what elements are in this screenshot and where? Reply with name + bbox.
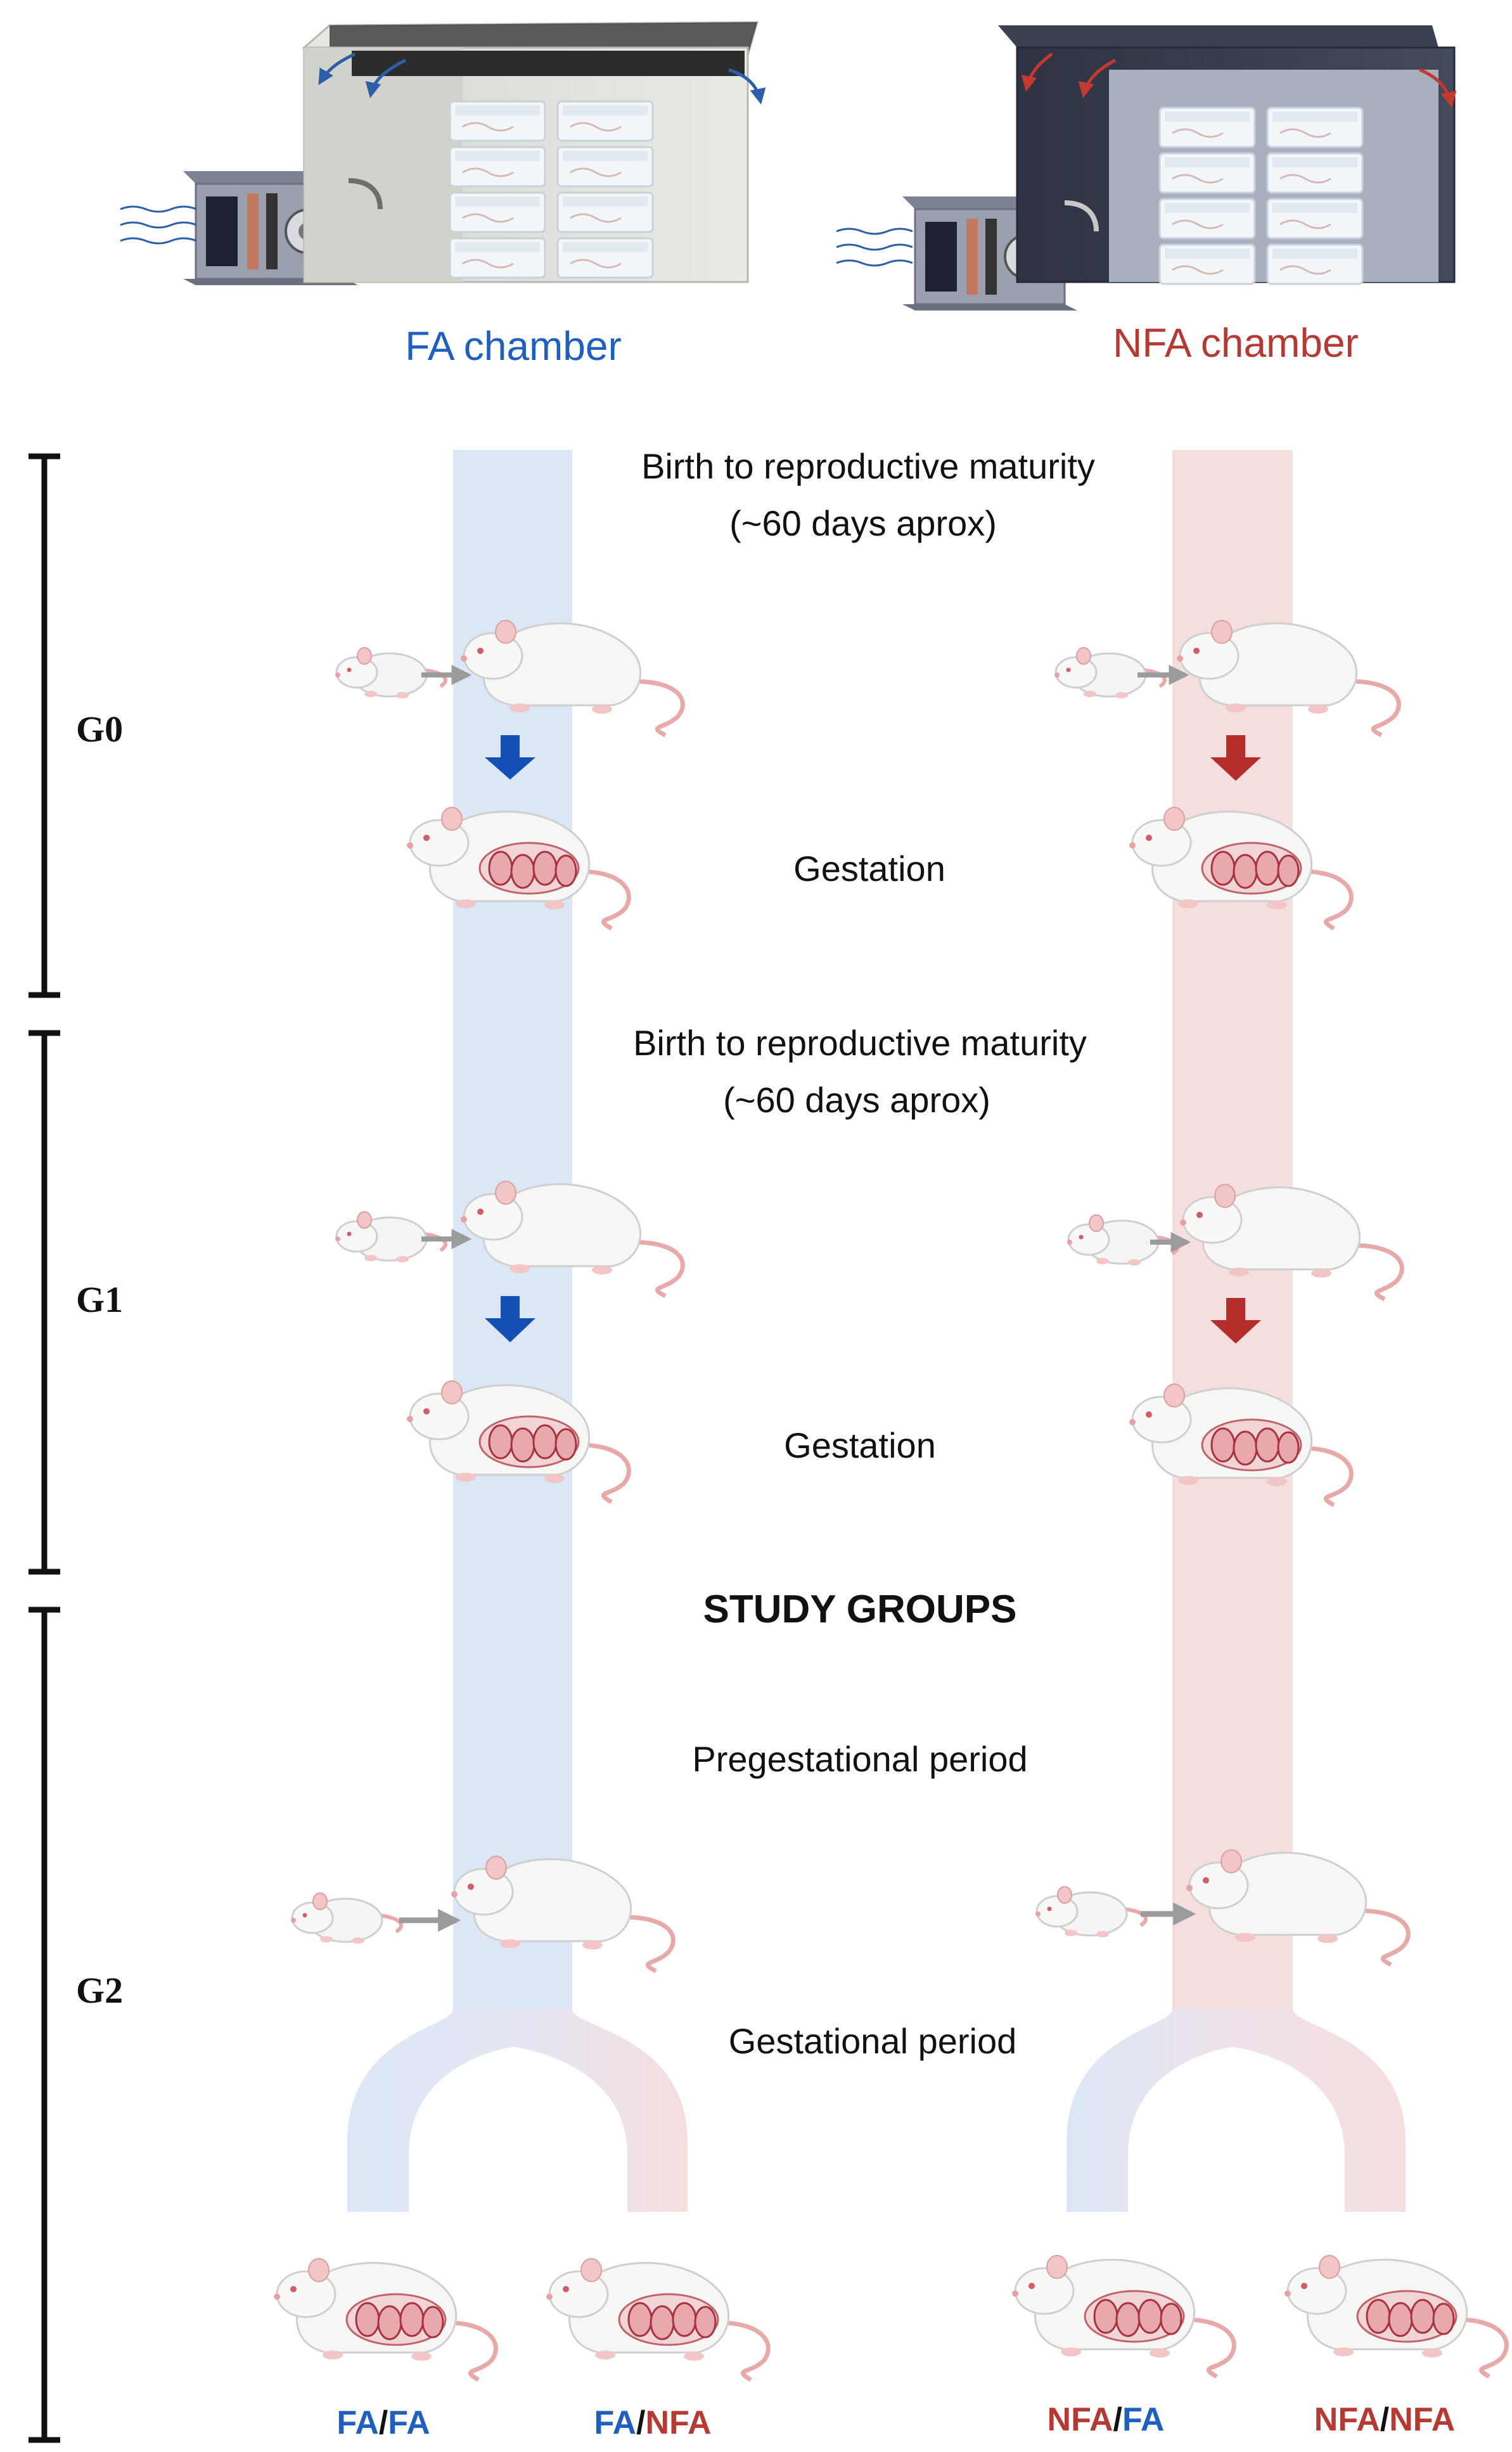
- g2-nfa-growth: [1035, 1850, 1408, 1965]
- fa-airflow-icon: [120, 205, 197, 245]
- pregestational-period-label: Pregestational period: [692, 1739, 1027, 1779]
- nfa-chamber-label: NFA chamber: [1113, 320, 1359, 366]
- generation-label-g0: G0: [76, 709, 123, 750]
- g1-gestation-label: Gestation: [784, 1425, 936, 1465]
- g2-fa-growth: [291, 1856, 673, 1971]
- g1-fa-growth: [335, 1181, 682, 1296]
- group-fa-nfa-rat: [546, 2259, 768, 2380]
- nfa-pup-g2: [1035, 1887, 1146, 1937]
- group-label-nfa-fa: NFA/FA: [1048, 2401, 1165, 2438]
- g0-maturity-label: Birth to reproductive maturity: [641, 446, 1095, 486]
- g1-maturity-duration: (~60 days aprox): [723, 1080, 990, 1120]
- group-label-fa-nfa: FA/NFA: [594, 2404, 712, 2441]
- fa-chamber-illustration: [120, 21, 766, 286]
- group-nfa-fa-rat: [1012, 2256, 1234, 2377]
- fa-down-arrow-g1: [485, 1296, 535, 1342]
- group-nfa-nfa-rat: [1285, 2256, 1506, 2377]
- study-groups-heading: STUDY GROUPS: [703, 1588, 1017, 1631]
- g0-bracket: [29, 453, 60, 998]
- g0-fa-growth: [335, 620, 682, 735]
- g0-maturity-duration: (~60 days aprox): [729, 503, 997, 543]
- generation-label-g2: G2: [76, 1970, 123, 2011]
- g0-nfa-growth: [1054, 620, 1399, 735]
- nfa-branch-split: [1067, 2009, 1406, 2212]
- nfa-chamber-illustration: [836, 25, 1457, 312]
- group-fa-fa-rat: [274, 2259, 496, 2380]
- fa-chamber-label: FA chamber: [405, 323, 622, 369]
- group-label-fa-fa: FA/FA: [336, 2404, 430, 2441]
- nfa-down-arrow-g0: [1210, 735, 1261, 781]
- g0-gestation-label: Gestation: [793, 849, 945, 889]
- g2-bracket: [29, 1607, 60, 2443]
- gestational-period-label: Gestational period: [729, 2021, 1017, 2061]
- nfa-airflow-icon: [836, 228, 913, 267]
- fa-pup-g2: [291, 1893, 401, 1944]
- g1-maturity-label: Birth to reproductive maturity: [633, 1023, 1087, 1063]
- nfa-down-arrow-g1: [1210, 1298, 1261, 1344]
- group-label-nfa-nfa: NFA/NFA: [1314, 2401, 1455, 2438]
- fa-branch-split: [347, 2009, 688, 2212]
- g1-nfa-growth: [1067, 1184, 1402, 1299]
- fa-down-arrow-g0: [485, 735, 535, 780]
- generation-label-g1: G1: [76, 1279, 123, 1320]
- g1-bracket: [29, 1030, 60, 1575]
